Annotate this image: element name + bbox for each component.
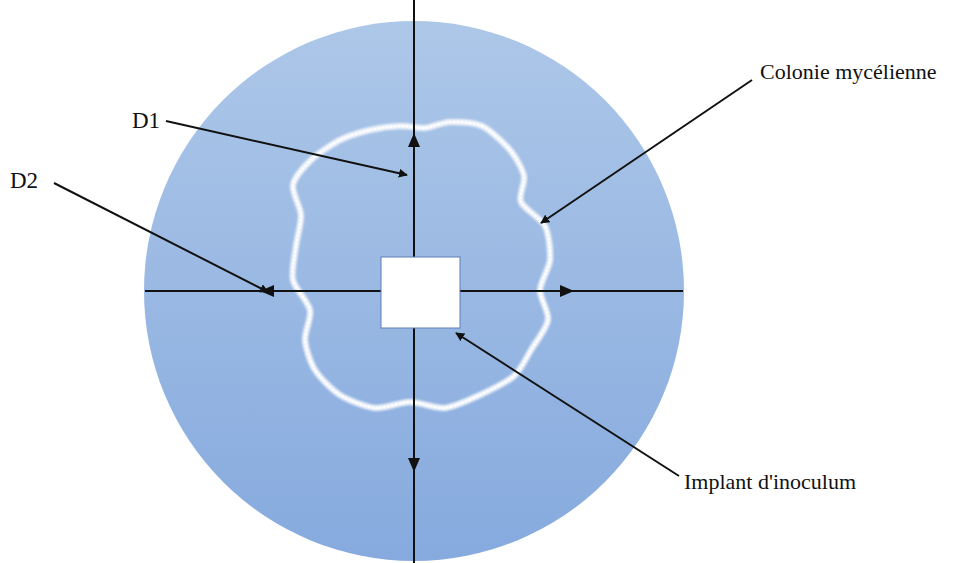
annotation-label: Implant d'inoculum — [684, 470, 856, 494]
annotation-label: Colonie mycélienne — [760, 60, 937, 84]
mycelial-colony — [292, 122, 550, 408]
axis-arrowhead — [408, 458, 420, 472]
axis-arrowhead — [408, 133, 420, 147]
axis-arrowhead — [560, 285, 574, 297]
axis-label: D2 — [10, 168, 38, 193]
mycelial-colony-edge — [292, 122, 550, 408]
leader-line — [541, 80, 752, 223]
leader-line — [54, 183, 268, 292]
leader-line — [166, 121, 407, 175]
inoculum-implant — [381, 257, 460, 328]
leader-line — [456, 333, 679, 476]
axis-label: D1 — [132, 108, 160, 133]
